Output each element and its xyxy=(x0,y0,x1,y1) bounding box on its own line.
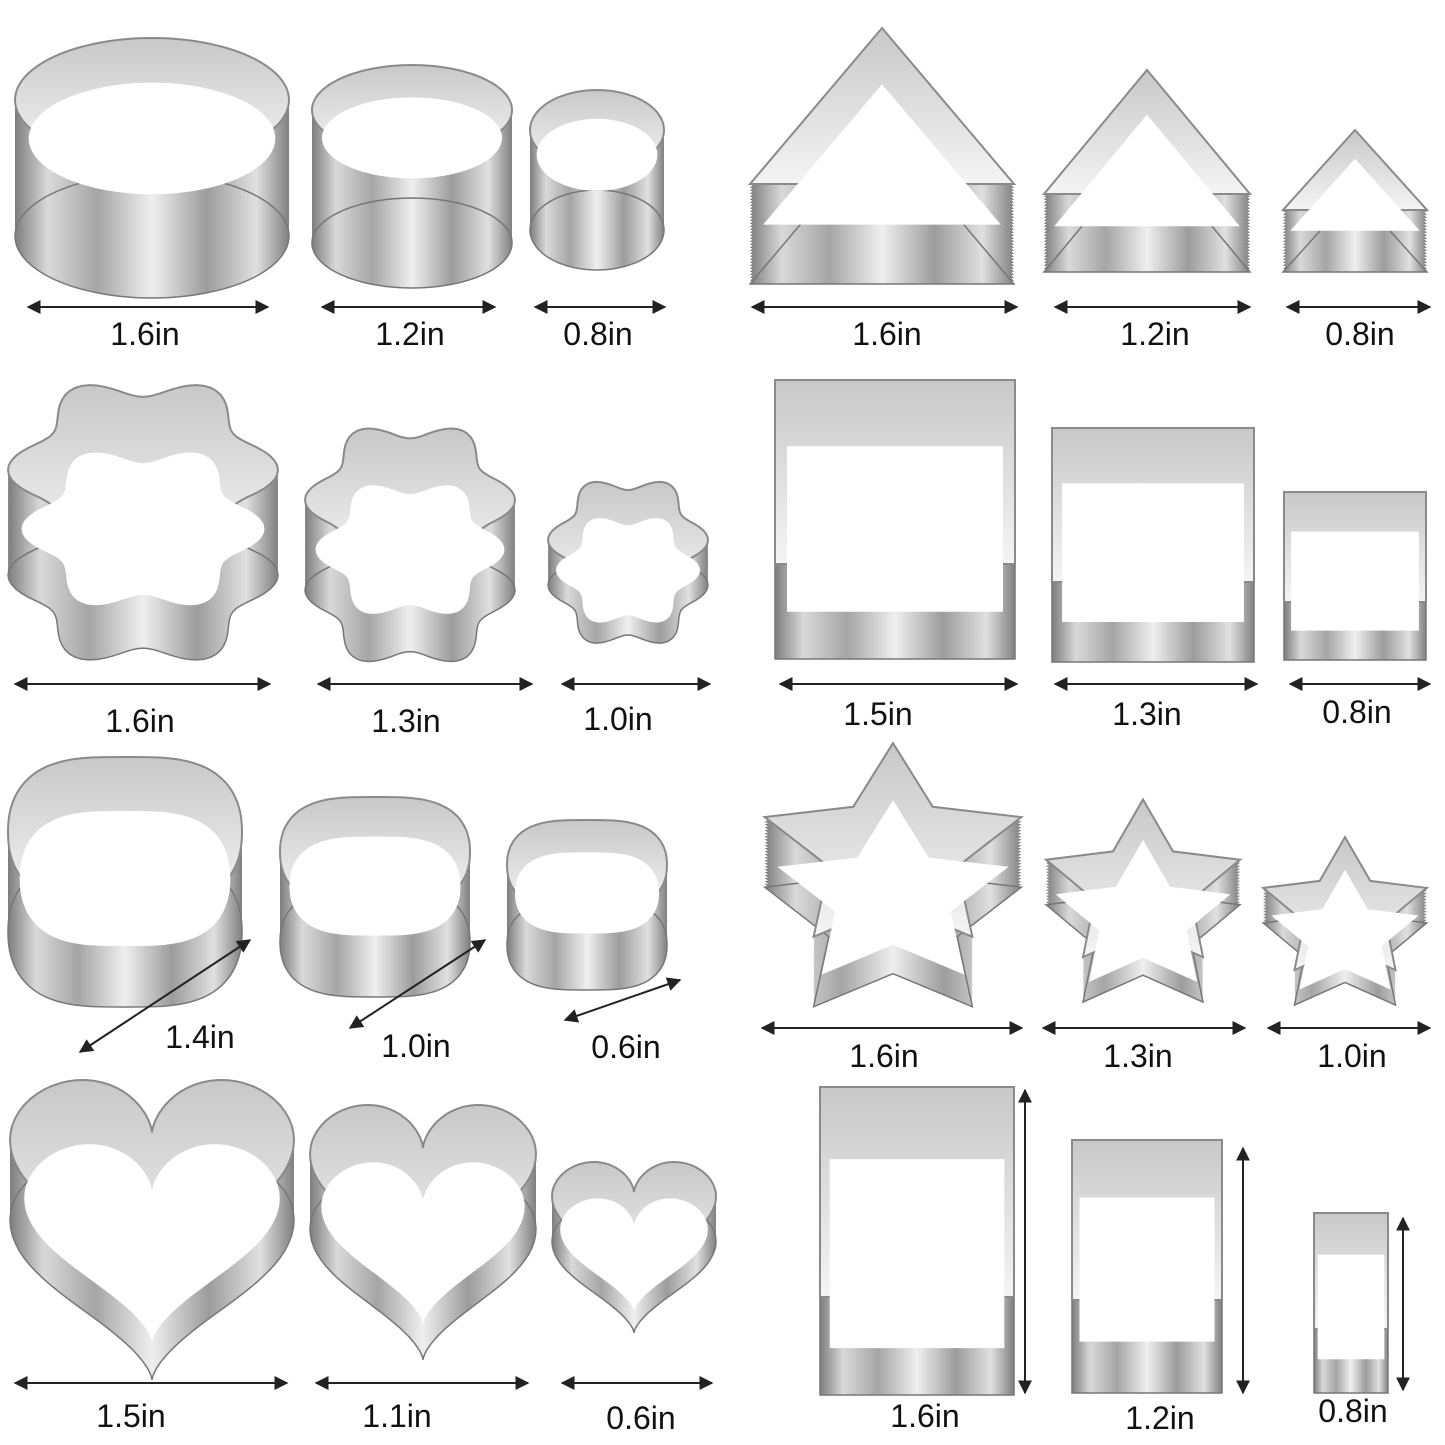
cutter-opening xyxy=(21,452,265,606)
dimension-arrow xyxy=(78,939,252,1053)
cutter-opening xyxy=(1062,483,1244,622)
heart-cookie-cutter xyxy=(308,1103,538,1360)
circle-cookie-cutter xyxy=(310,63,514,289)
size-label: 1.3in xyxy=(371,703,440,739)
cutter-opening xyxy=(560,1198,708,1312)
triangle-cookie-cutter xyxy=(747,26,1017,285)
cutter-opening xyxy=(787,446,1003,612)
size-label: 0.8in xyxy=(1322,694,1391,730)
size-label: 0.8in xyxy=(563,316,632,352)
cutter-opening xyxy=(315,485,505,614)
cutter-opening xyxy=(1317,1254,1385,1360)
oval-cookie-cutter xyxy=(505,818,669,991)
group-oval-cutters: 1.4in 1.0in 0.6in xyxy=(6,755,682,1065)
size-label: 1.2in xyxy=(375,316,444,352)
group-triangle-cutters: 1.6in 1.2in 0.8in xyxy=(747,26,1432,352)
cutter-opening xyxy=(777,800,1009,975)
cutter-opening xyxy=(28,82,276,195)
star-cookie-cutter xyxy=(1260,835,1430,1007)
group-circle-cutters: 1.6in 1.2in 0.8in xyxy=(13,36,667,352)
oval-cookie-cutter xyxy=(278,795,472,998)
cutter-bottom-edge xyxy=(1281,190,1429,273)
cutter-opening xyxy=(536,118,658,191)
size-label: 1.6in xyxy=(110,316,179,352)
dimension-arrow xyxy=(348,939,487,1029)
star-cookie-cutter xyxy=(1043,797,1243,1004)
flower-cookie-cutter xyxy=(6,384,280,661)
group-flower-cutters: 1.6in 1.3in 1.0in xyxy=(6,384,712,739)
rectangle-cookie-cutter xyxy=(819,1086,1015,1396)
size-label: 1.6in xyxy=(849,1038,918,1074)
size-label: 1.6in xyxy=(852,316,921,352)
cutter-opening xyxy=(1055,840,1231,982)
size-label: 1.2in xyxy=(1120,316,1189,352)
size-label: 1.0in xyxy=(381,1028,450,1064)
cutter-opening xyxy=(829,1159,1005,1349)
cutter-opening xyxy=(1271,869,1419,990)
size-label: 1.0in xyxy=(1317,1038,1386,1074)
size-label: 1.3in xyxy=(1112,696,1181,732)
size-label: 0.8in xyxy=(1325,316,1394,352)
size-label: 0.8in xyxy=(1318,1393,1387,1429)
heart-cookie-cutter xyxy=(8,1078,296,1380)
flower-cookie-cutter xyxy=(546,480,710,644)
cutter-opening xyxy=(515,852,659,934)
cutter-bottom-edge xyxy=(762,811,1024,1009)
size-label: 0.6in xyxy=(606,1400,675,1436)
group-heart-cutters: 1.5in 1.1in 0.6in xyxy=(8,1078,718,1436)
heart-cookie-cutter xyxy=(550,1160,718,1333)
cutter-opening xyxy=(1079,1197,1215,1342)
cutter-opening xyxy=(556,518,700,623)
group-square-cutters: 1.5in 1.3in 0.8in xyxy=(774,379,1432,732)
rectangle-cookie-cutter xyxy=(1071,1139,1223,1394)
size-label: 1.6in xyxy=(105,703,174,739)
size-label: 1.5in xyxy=(843,696,912,732)
size-label: 1.4in xyxy=(165,1019,234,1055)
cutter-bottom-edge xyxy=(311,197,513,289)
cutter-opening xyxy=(322,97,502,179)
square-cookie-cutter xyxy=(774,379,1016,660)
group-rectangle-cutters: 1.6in 1.2in 0.8in xyxy=(819,1086,1410,1436)
square-cookie-cutter xyxy=(1051,427,1255,663)
cutter-opening xyxy=(289,836,461,936)
cutter-opening xyxy=(1054,114,1240,227)
size-label: 1.6in xyxy=(890,1398,959,1434)
cutter-opening xyxy=(19,811,231,946)
triangle-cookie-cutter xyxy=(1041,68,1253,273)
size-label: 1.0in xyxy=(583,701,652,737)
size-label: 1.3in xyxy=(1103,1038,1172,1074)
rectangle-cookie-cutter xyxy=(1313,1212,1389,1394)
cutter-opening xyxy=(1291,531,1419,631)
oval-cookie-cutter xyxy=(6,755,244,1008)
cutter-opening xyxy=(763,84,1001,225)
cutter-top-rim xyxy=(308,1103,538,1285)
cutter-top-rim xyxy=(8,1078,296,1300)
size-label: 1.2in xyxy=(1125,1400,1194,1436)
cutter-bottom-edge xyxy=(529,189,665,271)
star-cookie-cutter xyxy=(762,741,1024,1009)
square-cookie-cutter xyxy=(1283,491,1427,661)
size-label: 1.5in xyxy=(96,1398,165,1434)
cutter-opening xyxy=(24,1144,280,1343)
size-label: 1.1in xyxy=(362,1398,431,1434)
cutter-top-rim xyxy=(550,1160,718,1288)
cutter-opening xyxy=(321,1162,525,1325)
group-star-cutters: 1.6in 1.3in 1.0in xyxy=(760,741,1432,1074)
circle-cookie-cutter xyxy=(528,88,666,271)
dimension-arrow xyxy=(563,977,682,1023)
circle-cookie-cutter xyxy=(13,36,291,299)
size-label: 0.6in xyxy=(591,1029,660,1065)
flower-cookie-cutter xyxy=(303,427,517,663)
cutter-opening xyxy=(1290,158,1420,231)
triangle-cookie-cutter xyxy=(1280,128,1430,273)
